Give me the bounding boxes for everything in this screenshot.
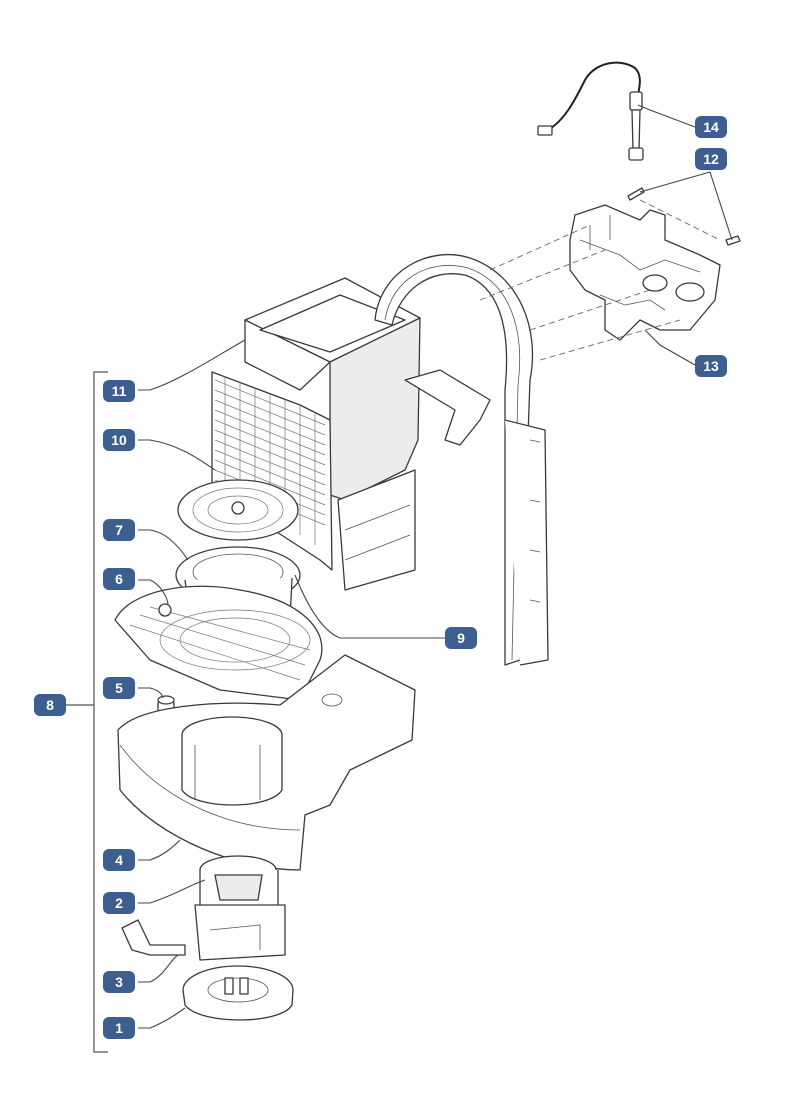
callout-13-label: 13 bbox=[703, 358, 719, 374]
callout-1-label: 1 bbox=[115, 1020, 123, 1036]
callout-12-label: 12 bbox=[703, 151, 719, 167]
callout-11-label: 11 bbox=[112, 383, 127, 399]
callout-14: 14 bbox=[695, 116, 727, 138]
leader-lines bbox=[138, 104, 733, 1029]
callout-3: 3 bbox=[103, 971, 135, 993]
callout-2-label: 2 bbox=[115, 895, 123, 911]
callout-11: 11 bbox=[103, 380, 135, 402]
callout-9: 9 bbox=[445, 627, 477, 649]
part-12-screws bbox=[627, 187, 741, 246]
part-6-drip-grille bbox=[114, 585, 323, 701]
callout-7-label: 7 bbox=[115, 522, 123, 538]
callout-6: 6 bbox=[103, 568, 135, 590]
callout-12: 12 bbox=[695, 148, 727, 170]
part-11-water-tank bbox=[244, 277, 421, 591]
callout-13: 13 bbox=[695, 355, 727, 377]
callout-1: 1 bbox=[103, 1017, 135, 1039]
callout-3-label: 3 bbox=[115, 974, 123, 990]
assembly-lines bbox=[479, 199, 721, 361]
callout-8: 8 bbox=[34, 694, 66, 716]
part-4-base-tray bbox=[117, 654, 416, 871]
callout-14-label: 14 bbox=[703, 119, 719, 135]
callout-10: 10 bbox=[103, 429, 135, 451]
callout-10-label: 10 bbox=[111, 432, 127, 448]
callout-9-label: 9 bbox=[457, 630, 465, 646]
group-8-bracket bbox=[93, 371, 108, 1053]
part-3-nozzle bbox=[121, 904, 286, 961]
callout-2: 2 bbox=[103, 892, 135, 914]
callout-4-label: 4 bbox=[115, 852, 123, 868]
callout-8-label: 8 bbox=[46, 697, 54, 713]
callout-5-label: 5 bbox=[115, 680, 123, 696]
callout-6-label: 6 bbox=[115, 571, 123, 587]
part-9-tubing bbox=[374, 254, 549, 666]
part-14-sensor-cable bbox=[537, 61, 644, 161]
callout-7: 7 bbox=[103, 519, 135, 541]
part-1-base-cap bbox=[182, 965, 294, 1021]
callout-5: 5 bbox=[103, 677, 135, 699]
callout-4: 4 bbox=[103, 849, 135, 871]
part-13-bracket bbox=[569, 204, 721, 341]
